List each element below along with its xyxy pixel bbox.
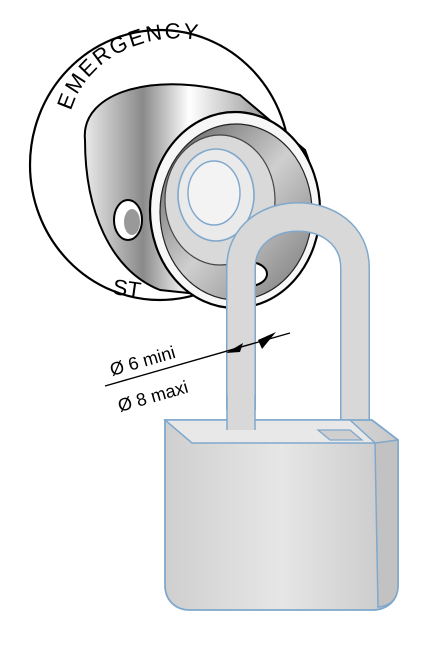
guard-collar bbox=[83, 83, 322, 310]
padlock-body bbox=[162, 419, 399, 611]
padlock-shackle bbox=[226, 202, 370, 440]
collar-hole-left bbox=[113, 199, 143, 241]
shackle-diameter-dimension bbox=[104, 332, 291, 387]
dimension-min-label: Ø 6 mini bbox=[108, 342, 178, 380]
ring-text-bottom: ST bbox=[111, 274, 142, 303]
dimension-max-label: Ø 8 maxi bbox=[116, 377, 191, 416]
